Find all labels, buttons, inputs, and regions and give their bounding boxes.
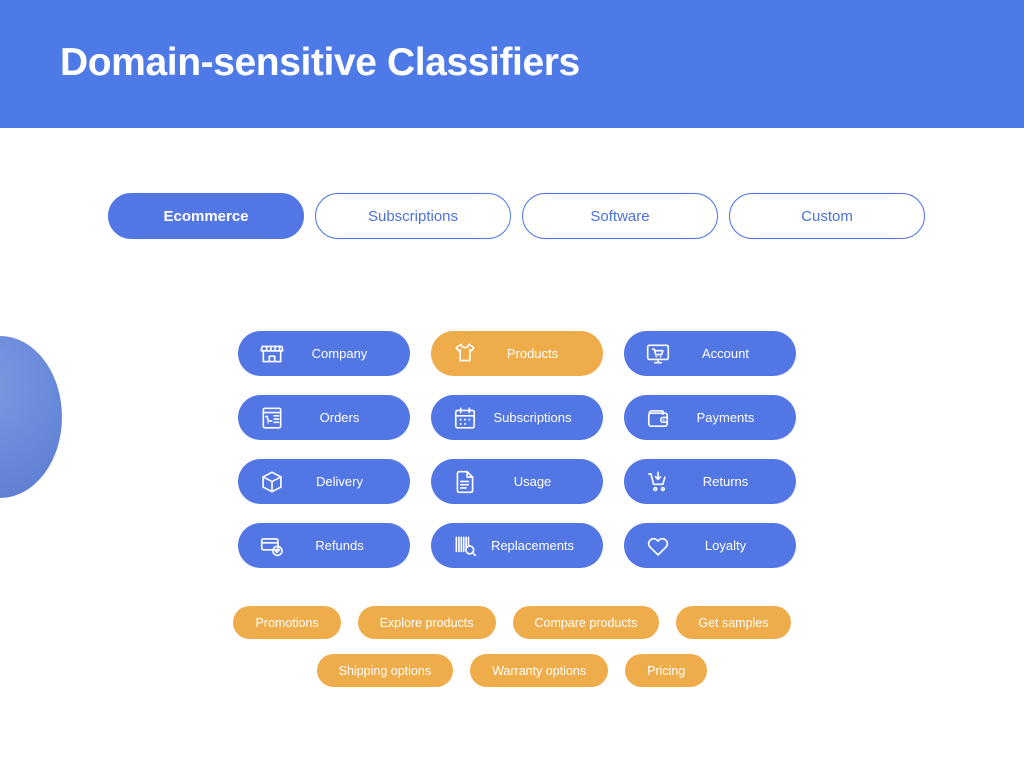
category-button-account[interactable]: Account [624,331,796,376]
tab-label: Software [590,207,650,225]
intent-chip-label: Compare products [534,615,638,630]
intent-chip-compare-products[interactable]: Compare products [512,606,660,639]
intent-chip-label: Pricing [647,663,686,678]
intent-chip-label: Explore products [379,615,474,630]
heart-icon [645,533,671,559]
invoice-cart-icon [259,405,285,431]
category-label: Delivery [316,474,363,489]
intent-chip-label: Promotions [255,615,319,630]
intent-chip-shipping-options[interactable]: Shipping options [316,654,454,687]
intent-chip-pricing[interactable]: Pricing [625,654,708,687]
category-button-returns[interactable]: Returns [624,459,796,504]
category-button-company[interactable]: Company [238,331,410,376]
page-title: Domain-sensitive Classifiers [60,41,580,84]
tab-label: Subscriptions [367,207,459,225]
intent-chip-label: Get samples [698,615,769,630]
category-label: Account [702,346,749,361]
intent-chip-get-samples[interactable]: Get samples [676,606,791,639]
category-label: Loyalty [704,538,747,553]
category-label: Orders [319,410,360,425]
category-button-products[interactable]: Products [431,331,603,376]
tab-ecommerce[interactable]: Ecommerce [108,193,304,239]
storefront-icon [259,341,285,367]
tab-label: Ecommerce [163,207,249,225]
intent-chip-label: Warranty options [492,663,587,678]
category-label: Products [506,346,559,361]
calendar-icon [452,405,478,431]
category-label: Returns [702,474,749,489]
intent-chip-warranty-options[interactable]: Warranty options [470,654,609,687]
intent-chip-explore-products[interactable]: Explore products [357,606,496,639]
category-label: Usage [513,474,552,489]
intent-chip-row-primary: Promotions Explore products Compare produc… [0,606,1024,639]
category-button-delivery[interactable]: Delivery [238,459,410,504]
decorative-circle [0,336,62,498]
category-button-orders[interactable]: Orders [238,395,410,440]
tab-label: Custom [801,207,853,225]
category-button-payments[interactable]: Payments [624,395,796,440]
intent-chip-promotions[interactable]: Promotions [233,606,341,639]
card-check-icon [259,533,285,559]
category-button-loyalty[interactable]: Loyalty [624,523,796,568]
category-label: Subscriptions [493,410,572,425]
category-label: Replacements [490,538,575,553]
category-button-replacements[interactable]: Replacements [431,523,603,568]
category-label: Payments [696,410,755,425]
barcode-search-icon [452,533,478,559]
tshirt-icon [452,341,478,367]
category-label: Company [311,346,368,361]
domain-tab-bar: Ecommerce Subscriptions Software Custom [108,193,925,239]
cart-return-icon [645,469,671,495]
category-button-refunds[interactable]: Refunds [238,523,410,568]
intent-chip-row-secondary: Shipping options Warranty options Pricing [0,654,1024,687]
tab-custom[interactable]: Custom [729,193,925,239]
tab-software[interactable]: Software [522,193,718,239]
box-icon [259,469,285,495]
monitor-cart-icon [645,341,671,367]
tab-subscriptions[interactable]: Subscriptions [315,193,511,239]
wallet-icon [645,405,671,431]
category-button-subscriptions[interactable]: Subscriptions [431,395,603,440]
page-header: Domain-sensitive Classifiers [0,0,1024,128]
category-button-usage[interactable]: Usage [431,459,603,504]
document-list-icon [452,469,478,495]
intent-chip-label: Shipping options [338,663,432,678]
category-label: Refunds [315,538,364,553]
